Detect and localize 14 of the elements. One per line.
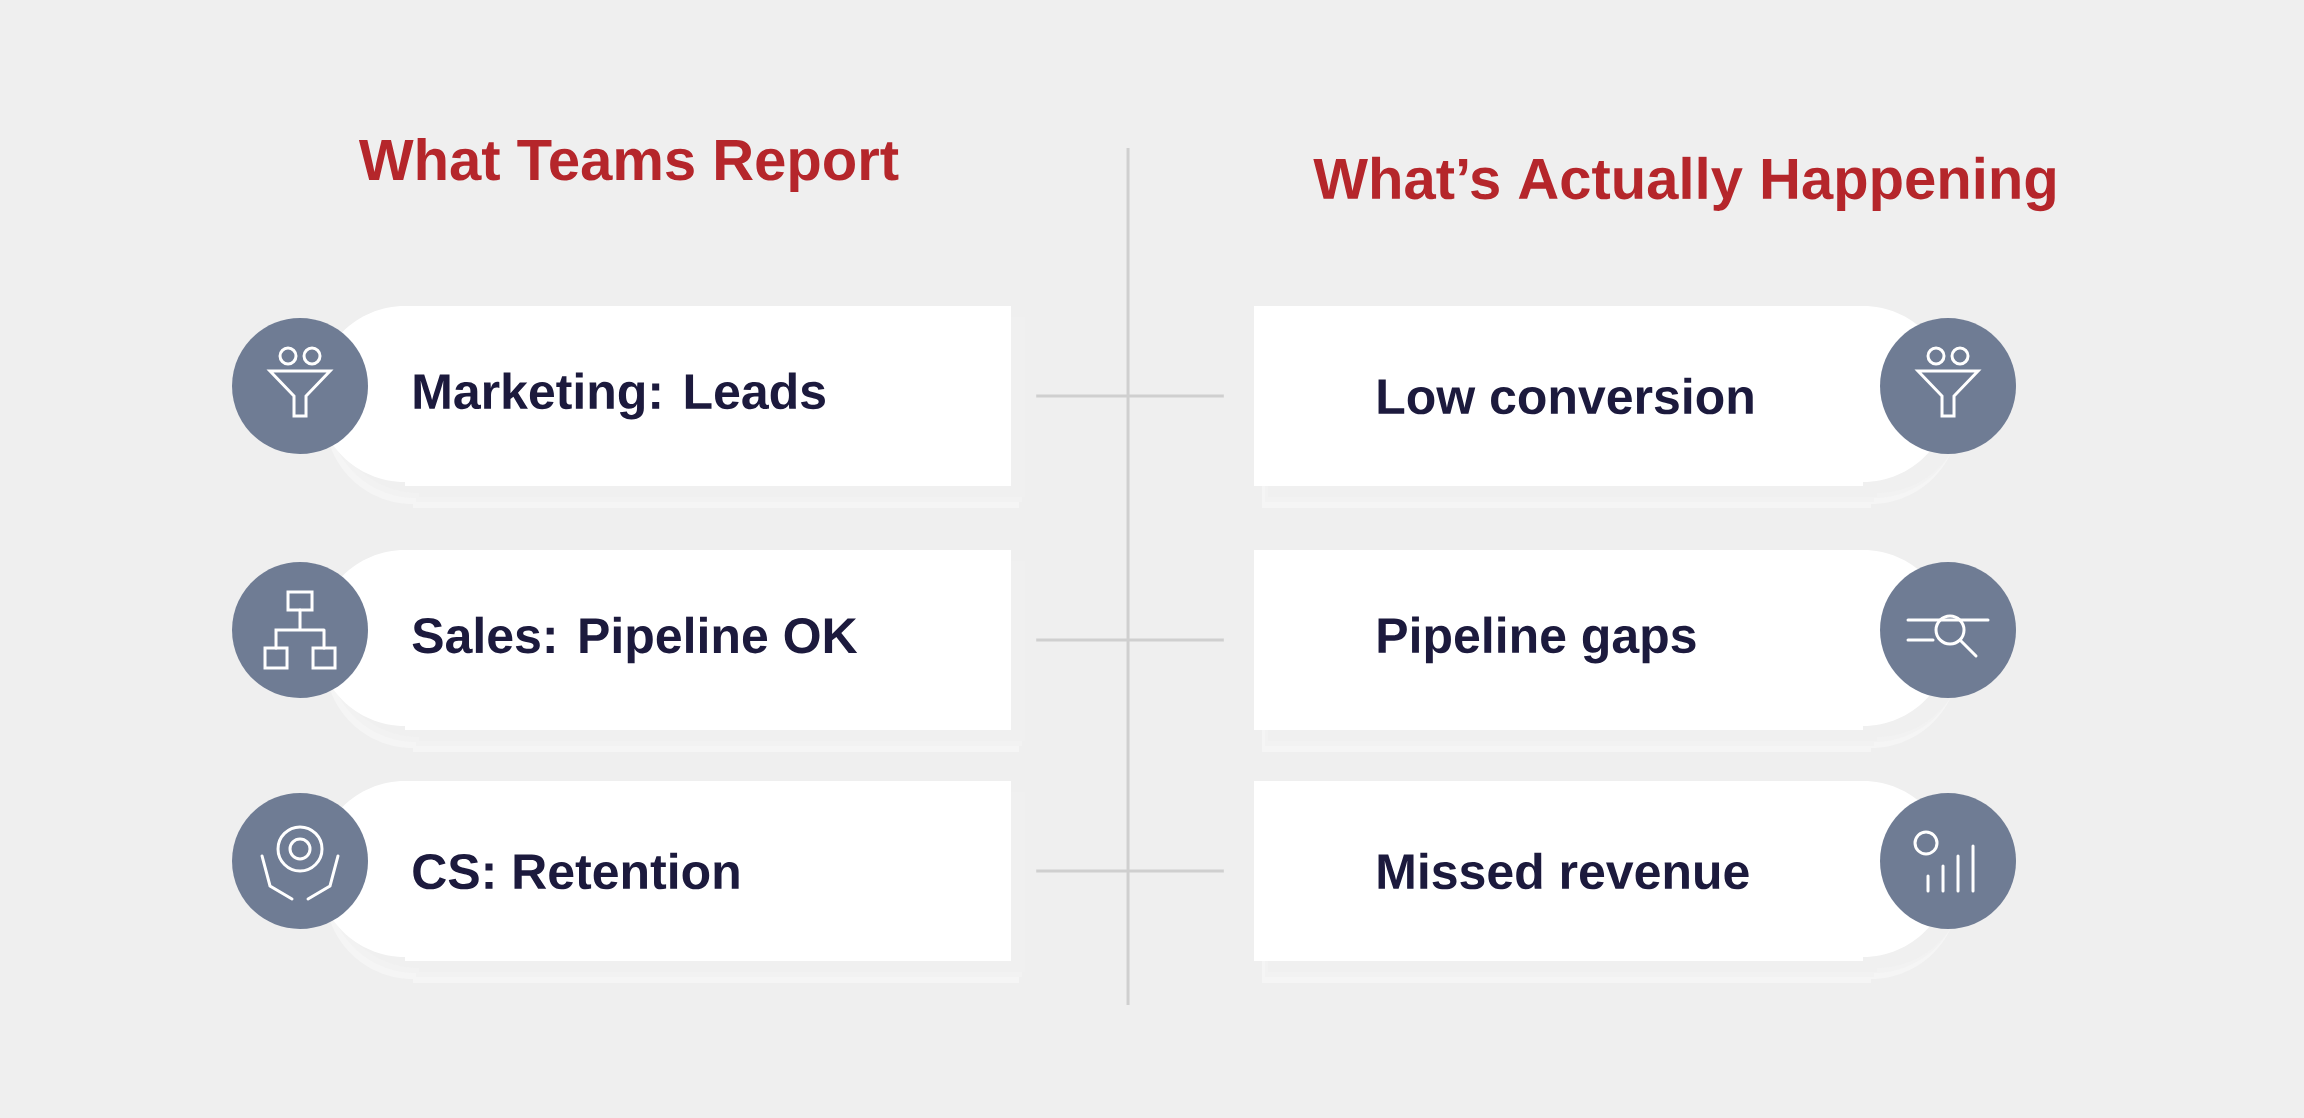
node-label: Sales: Pipeline OK <box>412 616 858 664</box>
node-label: CS: Retention <box>413 852 739 890</box>
label-box: Sales: Pipeline OK <box>317 550 1025 752</box>
label-box: Missed revenue <box>1254 781 1965 983</box>
connector-line <box>1036 394 1224 398</box>
node-label: Marketing: Leads <box>414 372 825 420</box>
connector-line <box>1036 638 1224 642</box>
label-box: CS: Retention <box>317 781 1025 983</box>
heading: What’s Actually Happening <box>1313 156 2055 212</box>
label-box: Marketing: Leads <box>317 306 1025 508</box>
connector-line <box>1036 869 1224 873</box>
label-box: Low conversion <box>1254 306 1965 508</box>
label-box: Pipeline gaps <box>1254 550 1965 752</box>
heading: What Teams Report <box>358 137 899 192</box>
